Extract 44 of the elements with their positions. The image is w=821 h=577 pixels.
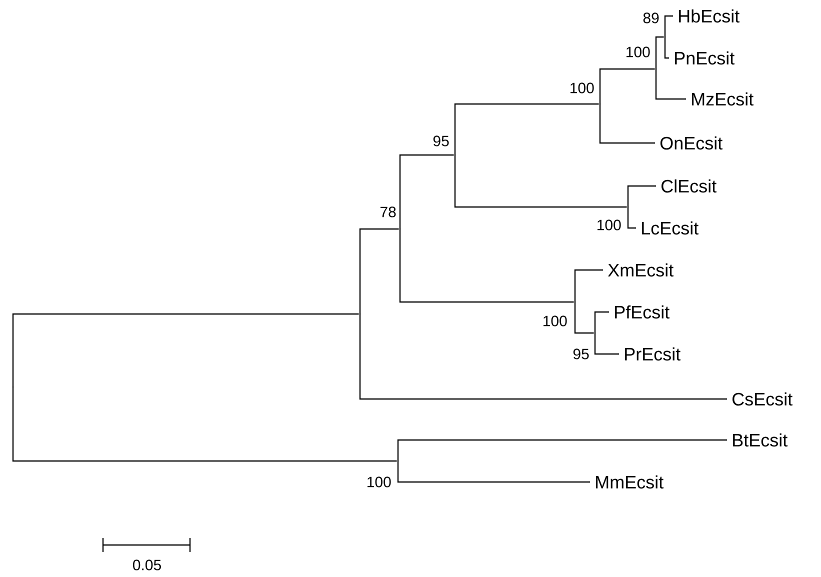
tree-branch [12, 387, 397, 462]
leaf-label: OnEcsit [660, 136, 722, 150]
bootstrap-value: 95 [573, 348, 589, 360]
tree-branch [664, 37, 669, 59]
tree-branch [655, 36, 664, 69]
tree-branch [655, 69, 686, 100]
tree-branch [594, 333, 619, 355]
tree-branch [359, 228, 399, 314]
bootstrap-value: 78 [380, 206, 396, 218]
tree-branch [397, 461, 590, 483]
tree-branch [574, 302, 594, 334]
tree-branch [397, 439, 727, 461]
bootstrap-value: 100 [626, 46, 650, 58]
tree-branch [454, 103, 599, 155]
leaf-label: LcEcsit [642, 221, 698, 235]
leaf-label: CsEcsit [732, 392, 792, 406]
tree-branch [594, 311, 609, 333]
leaf-label: PnEcsit [675, 51, 734, 65]
tree-branch [359, 314, 727, 400]
tree-branch [12, 313, 359, 387]
leaf-label: PfEcsit [615, 305, 670, 319]
tree-branch [574, 269, 603, 302]
tree-branch [399, 229, 574, 303]
tree-branch [454, 155, 627, 208]
leaf-label: MmEcsit [596, 475, 664, 489]
leaf-label: HbEcsit [679, 9, 740, 23]
tree-branch [664, 15, 673, 37]
leaf-label: MzEcsit [692, 92, 754, 106]
bootstrap-value: 95 [433, 136, 449, 146]
bootstrap-value: 89 [643, 12, 659, 24]
bootstrap-value: 100 [570, 82, 594, 94]
bootstrap-value: 100 [544, 316, 567, 326]
tree-branch [599, 104, 655, 144]
leaf-label: BtEcsit [733, 433, 788, 447]
scale-label: 0.05 [133, 560, 161, 570]
bootstrap-value: 100 [598, 220, 621, 230]
leaf-label: ClEcsit [662, 179, 716, 193]
tree-branch [399, 154, 454, 229]
leaf-label: PrEcsit [625, 347, 680, 361]
tree-branch [627, 207, 636, 229]
tree-branch [627, 185, 656, 207]
tree-branch [599, 68, 655, 104]
bootstrap-value: 100 [368, 476, 391, 488]
leaf-label: XmEcsit [608, 263, 674, 277]
